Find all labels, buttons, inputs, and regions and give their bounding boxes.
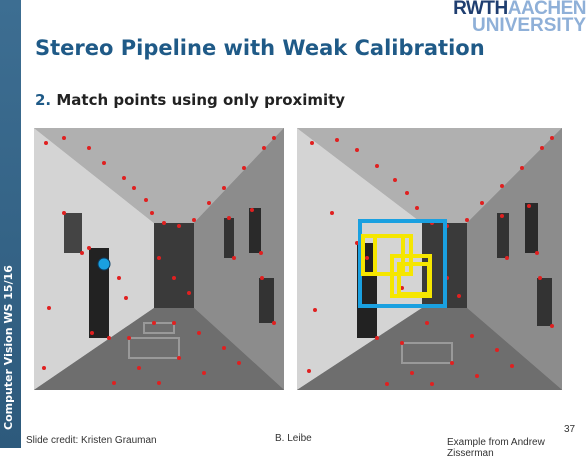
page-number: 37 (564, 424, 576, 435)
example-credit: Example from Andrew Zisserman (447, 437, 545, 459)
search-window (358, 219, 447, 308)
sidebar-course-label: Computer Vision WS 15/16 (2, 265, 15, 430)
right-corridor-image (297, 128, 562, 390)
step-number: 2. (35, 91, 52, 109)
logo-aachen: AACHEN (507, 0, 587, 19)
left-image-graphic (34, 128, 284, 390)
left-corridor-image (34, 128, 284, 390)
slide-title: Stereo Pipeline with Weak Calibration (35, 36, 485, 60)
right-image-graphic (297, 128, 562, 390)
logo-university: UNIVERSITY (471, 15, 586, 36)
logo-rwth: RWTH (453, 0, 508, 19)
rwth-logo: RWTHAACHEN UNIVERSITY (453, 0, 587, 36)
step-heading: 2. Match points using only proximity (35, 91, 345, 109)
sidebar: Computer Vision WS 15/16 (0, 0, 21, 448)
query-point-marker (97, 257, 111, 271)
candidate-windows (361, 234, 432, 298)
step-text: Match points using only proximity (56, 91, 346, 109)
author-credit: B. Leibe (275, 433, 312, 444)
slide-credit: Slide credit: Kristen Grauman (26, 435, 157, 446)
